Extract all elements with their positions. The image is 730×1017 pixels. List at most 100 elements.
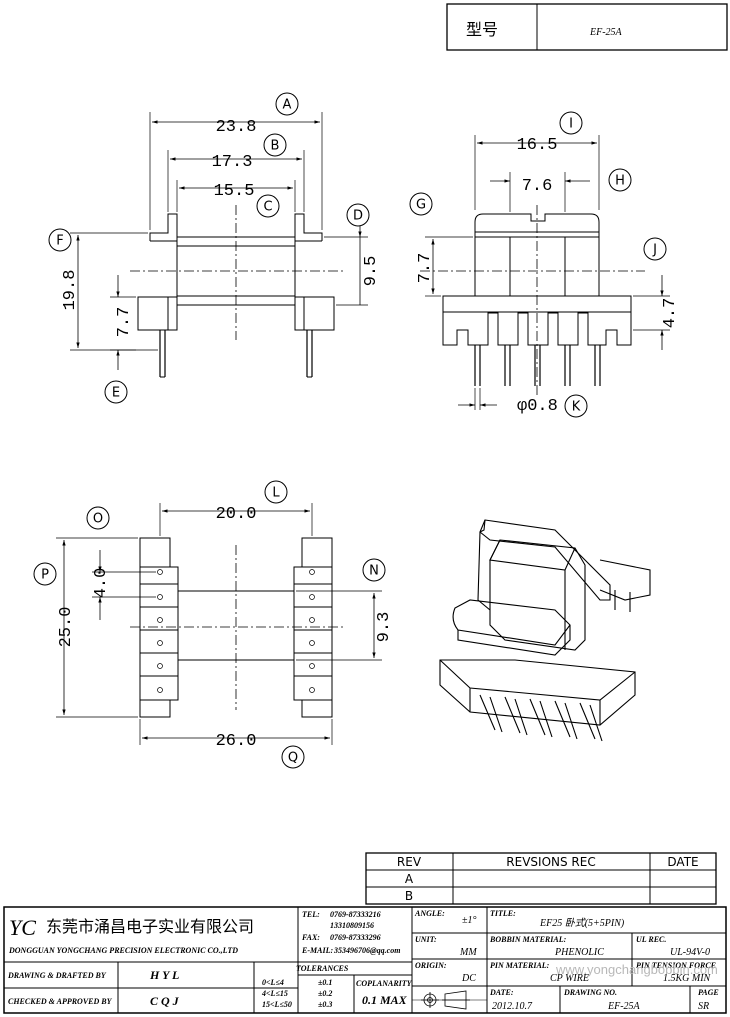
callout-letter-f: F xyxy=(56,234,63,249)
side-view xyxy=(420,135,670,410)
callout-bubble-k xyxy=(564,394,588,418)
bottom-view xyxy=(56,503,382,745)
angle-value: ±1° xyxy=(462,915,477,926)
drawn-label: DRAWING & DRAFTED BY xyxy=(7,971,107,980)
front-view xyxy=(70,112,368,378)
callout-letter-k: K xyxy=(572,400,581,415)
dim-a-value: 23.8 xyxy=(216,118,257,137)
rec-col-header: REVSIONS REC xyxy=(506,855,595,869)
callout-letter-g: G xyxy=(416,198,426,213)
drawn-value: H Y L xyxy=(149,968,179,982)
company-name-en: DONGGUAN YONGCHANG PRECISION ELECTRONIC … xyxy=(8,946,238,955)
isometric-view xyxy=(439,519,651,742)
revision-table xyxy=(365,852,717,905)
callout-bubble-o xyxy=(86,506,110,530)
dim-g-value: 7.7 xyxy=(416,253,435,284)
bobbin-label: BOBBIN MATERIAL: xyxy=(489,935,567,944)
tel-label: TEL: xyxy=(302,910,320,919)
callout-letter-c: C xyxy=(263,200,272,215)
tel-2: 13310809156 xyxy=(330,921,374,930)
tel-1: 0769-87333216 xyxy=(330,910,381,919)
callout-bubble-i xyxy=(559,111,583,135)
ulrec-value: UL-94V-0 xyxy=(670,947,710,958)
callout-letter-q: Q xyxy=(288,751,298,766)
tolerances-label: TOLERANCES xyxy=(296,964,349,973)
title-label: TITLE: xyxy=(490,909,516,918)
origin-value: DC xyxy=(461,973,476,984)
callout-letter-i: I xyxy=(569,117,573,132)
dim-e-value: 7.7 xyxy=(115,307,134,338)
callout-bubble-l xyxy=(264,480,288,504)
tol-2-range: 4<L≤15 xyxy=(261,989,288,998)
callout-bubble-j xyxy=(643,237,667,261)
unit-label: UNIT: xyxy=(415,935,437,944)
callout-letter-b: B xyxy=(271,139,280,154)
dim-q-value: 26.0 xyxy=(216,732,257,751)
callout-letter-j: J xyxy=(652,243,657,258)
pin-tension-label: PIN TENSION FORCE xyxy=(636,961,716,970)
rev-row-a: A xyxy=(405,872,414,886)
dim-h-value: 7.6 xyxy=(522,177,553,196)
watermark: www.yongchangbobbin.com xyxy=(555,962,718,977)
header-label: 型号 xyxy=(466,20,498,39)
bobbin-value: PHENOLIC xyxy=(554,947,604,958)
rev-col-header: REV xyxy=(397,855,422,869)
date-label: DATE: xyxy=(489,988,514,997)
tol-3-value: ±0.3 xyxy=(318,1000,332,1009)
page-value: SR xyxy=(698,1001,709,1012)
checked-value: C Q J xyxy=(150,994,180,1008)
fax-value: 0769-87333296 xyxy=(330,933,381,942)
dim-f-value: 19.8 xyxy=(61,270,80,311)
pin-tension-value: 1.5KG MIN xyxy=(663,973,712,984)
callout-letter-a: A xyxy=(283,98,292,113)
dim-k-value: φ0.8 xyxy=(517,397,558,416)
callout-letter-o: O xyxy=(93,512,103,527)
callout-bubble-g xyxy=(409,192,433,216)
callout-letter-h: H xyxy=(615,174,625,189)
dim-c-value: 15.5 xyxy=(214,182,255,201)
callout-letter-p: P xyxy=(41,568,49,583)
origin-label: ORIGIN: xyxy=(415,961,447,970)
dim-d-value: 9.5 xyxy=(362,256,381,287)
pin-material-label: PIN MATERIAL: xyxy=(490,961,550,970)
callout-letter-l: L xyxy=(272,486,280,501)
dim-j-value: 4.7 xyxy=(661,298,680,329)
email-label: E-MAIL: xyxy=(301,946,333,955)
dim-b-value: 17.3 xyxy=(212,153,253,172)
company-logo: YC xyxy=(9,915,36,940)
tol-1-range: 0<L≤4 xyxy=(262,978,284,987)
unit-value: MM xyxy=(459,947,477,958)
callout-bubble-f xyxy=(48,228,72,252)
angle-label: ANGLE: xyxy=(414,909,445,918)
coplanarity-value: 0.1 MAX xyxy=(362,993,408,1007)
coplanarity-label: COPLANARITY xyxy=(356,979,413,988)
dim-p-value: 25.0 xyxy=(57,607,76,648)
drawing-no-label: DRAWING NO. xyxy=(563,988,617,997)
tol-1-value: ±0.1 xyxy=(318,978,332,987)
company-name-cn: 东莞市涌昌电子实业有限公司 xyxy=(46,917,254,936)
ulrec-label: UL REC. xyxy=(636,935,666,944)
callout-bubble-a xyxy=(275,92,299,116)
tol-3-range: 15<L≤50 xyxy=(262,1000,292,1009)
dim-i-value: 16.5 xyxy=(517,136,558,155)
dim-n-value: 9.3 xyxy=(375,612,394,643)
date-col-header: DATE xyxy=(667,855,698,869)
callout-bubble-c xyxy=(256,194,280,218)
email-value: 353496706@qq.com xyxy=(333,946,400,955)
callout-bubble-p xyxy=(33,562,57,586)
page-label: PAGE xyxy=(698,988,719,997)
dim-l-value: 20.0 xyxy=(216,505,257,524)
projection-symbol-icon xyxy=(421,990,470,1010)
dim-o-value: 4.0 xyxy=(92,568,111,599)
callout-bubble-h xyxy=(608,168,632,192)
model-number: EF-25A xyxy=(589,27,623,38)
rev-row-b: B xyxy=(405,889,413,903)
callout-letter-d: D xyxy=(353,209,363,224)
fax-label: FAX: xyxy=(301,933,320,942)
title-block xyxy=(3,906,727,1014)
title-value: EF25 卧式(5+5PIN) xyxy=(539,917,625,929)
callout-bubble-q xyxy=(281,745,305,769)
callout-bubble-d xyxy=(346,203,370,227)
callout-bubble-e xyxy=(104,380,128,404)
